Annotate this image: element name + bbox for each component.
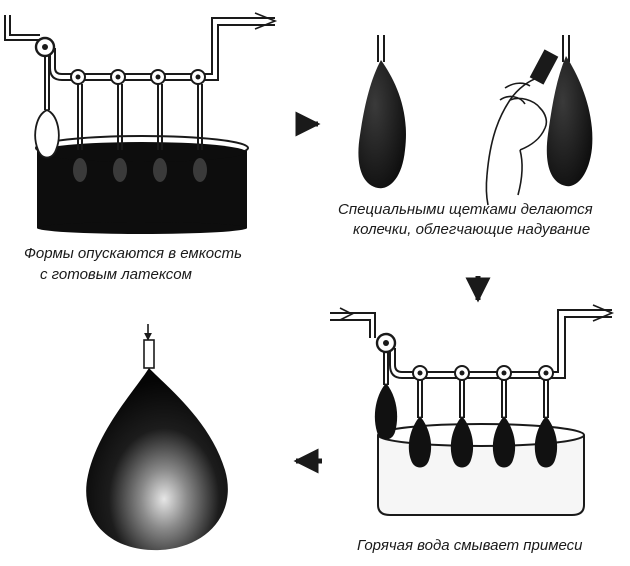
conveyor-pipe-2: [330, 304, 615, 379]
step4-inflated-balloon: [86, 324, 228, 551]
latex-tank: [35, 135, 249, 234]
washed-forms: [374, 383, 558, 468]
latex-form-left: [358, 35, 406, 189]
step1-dipping-machine: [4, 12, 278, 234]
step3-washing-machine: [330, 304, 615, 516]
caption-step3: Горячая вода смывает примеси: [357, 537, 583, 554]
caption-step1-line1: Формы опускаются в емкость: [24, 245, 242, 262]
hand-with-brush: [485, 49, 559, 206]
drive-wheel-2: [375, 332, 397, 354]
step2-forms: [358, 35, 593, 206]
caption-step1-line2: с готовым латексом: [40, 266, 192, 283]
hanger-wheels: [70, 69, 206, 85]
drive-wheel: [34, 36, 56, 58]
dipping-rods: [77, 84, 203, 150]
caption-step2-line1: Специальными щетками делаются: [338, 201, 593, 218]
latex-form-right: [546, 35, 593, 187]
clean-form: [34, 56, 60, 159]
caption-step2-line2: колечки, облегчающие надувание: [353, 221, 591, 238]
